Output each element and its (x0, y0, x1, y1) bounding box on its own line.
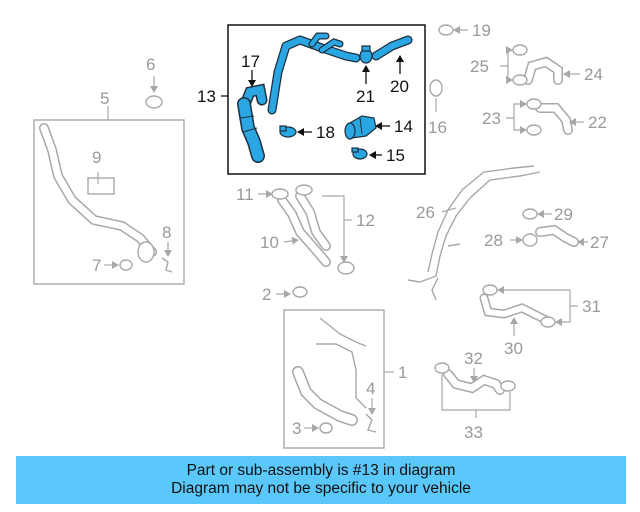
o-ring-7[interactable] (119, 259, 133, 271)
clip-8[interactable] (161, 257, 173, 273)
callout-18: 18 (316, 123, 335, 142)
callout-30: 30 (504, 339, 523, 358)
clamp-15[interactable] (351, 147, 368, 160)
coolant-pipe-26[interactable]: 26 (407, 165, 541, 301)
assembly-30-31-group[interactable]: 31 30 (479, 284, 601, 358)
clip-4[interactable] (365, 413, 377, 433)
banner-line-1: Part or sub-assembly is #13 in diagram (186, 462, 456, 479)
callout-28: 28 (484, 231, 503, 250)
callout-20: 20 (390, 77, 409, 96)
cap-6[interactable]: 6 (145, 55, 163, 109)
callout-17: 17 (241, 52, 260, 71)
callout-6: 6 (146, 55, 155, 74)
assembly-24-25-group[interactable]: 25 24 (470, 44, 603, 86)
upper-coolant-hose[interactable] (267, 32, 361, 115)
hose-20[interactable] (371, 35, 413, 61)
callout-5: 5 (100, 89, 109, 108)
callout-11: 11 (236, 185, 254, 204)
callout-32: 32 (464, 349, 483, 368)
callout-3: 3 (292, 419, 301, 438)
callout-4: 4 (366, 379, 375, 398)
callout-31: 31 (582, 297, 601, 316)
hose-17[interactable] (237, 83, 268, 163)
assembly-27-29-group[interactable]: 29 28 27 (484, 205, 609, 252)
clamp-28[interactable] (522, 233, 538, 247)
callout-23: 23 (482, 109, 501, 128)
elbow-hose-14[interactable] (344, 115, 377, 140)
callout-26: 26 (416, 203, 435, 222)
callout-2: 2 (262, 285, 271, 304)
callout-14: 14 (394, 117, 413, 136)
callout-27: 27 (590, 233, 609, 252)
connector-16[interactable]: 16 (428, 79, 447, 137)
assembly-32-33-group[interactable]: 32 33 (434, 349, 516, 442)
assembly-5-group[interactable]: 5 9 7 8 (33, 89, 185, 285)
clamp-19[interactable]: 19 (438, 21, 491, 40)
callout-13: 13 (197, 87, 216, 106)
assembly-22-23-group[interactable]: 23 22 (482, 98, 607, 136)
clamp-21[interactable] (359, 45, 373, 64)
assembly-5-frame (33, 119, 185, 285)
clamp-29[interactable] (522, 208, 538, 220)
callout-19: 19 (472, 21, 491, 40)
assembly-1-group[interactable]: 1 3 4 (283, 309, 407, 449)
clamp-2[interactable]: 2 (262, 285, 308, 304)
callout-22: 22 (588, 113, 607, 132)
assembly-13-frame (227, 24, 426, 175)
callout-1: 1 (398, 363, 407, 382)
callout-33: 33 (464, 423, 483, 442)
callout-29: 29 (554, 205, 573, 224)
callout-10: 10 (260, 233, 279, 252)
callout-15: 15 (386, 146, 405, 165)
assembly-10-12-group[interactable]: 11 12 10 (236, 184, 375, 275)
o-ring-3[interactable] (319, 422, 333, 434)
callout-21: 21 (356, 87, 375, 106)
clamp-11[interactable] (271, 188, 289, 200)
callout-7: 7 (92, 256, 101, 275)
callout-16: 16 (428, 118, 447, 137)
banner-line-2: Diagram may not be specific to your vehi… (171, 480, 471, 497)
assembly-1-frame (283, 309, 385, 449)
callout-12: 12 (356, 211, 375, 230)
clamp-18[interactable] (279, 125, 297, 138)
callout-8: 8 (162, 223, 171, 242)
callout-25: 25 (470, 57, 489, 76)
info-banner: Part or sub-assembly is #13 in diagram D… (16, 456, 626, 504)
callout-9: 9 (92, 148, 101, 167)
assembly-13-group[interactable]: 13 17 18 14 15 21 20 (197, 24, 426, 175)
callout-24: 24 (584, 65, 603, 84)
